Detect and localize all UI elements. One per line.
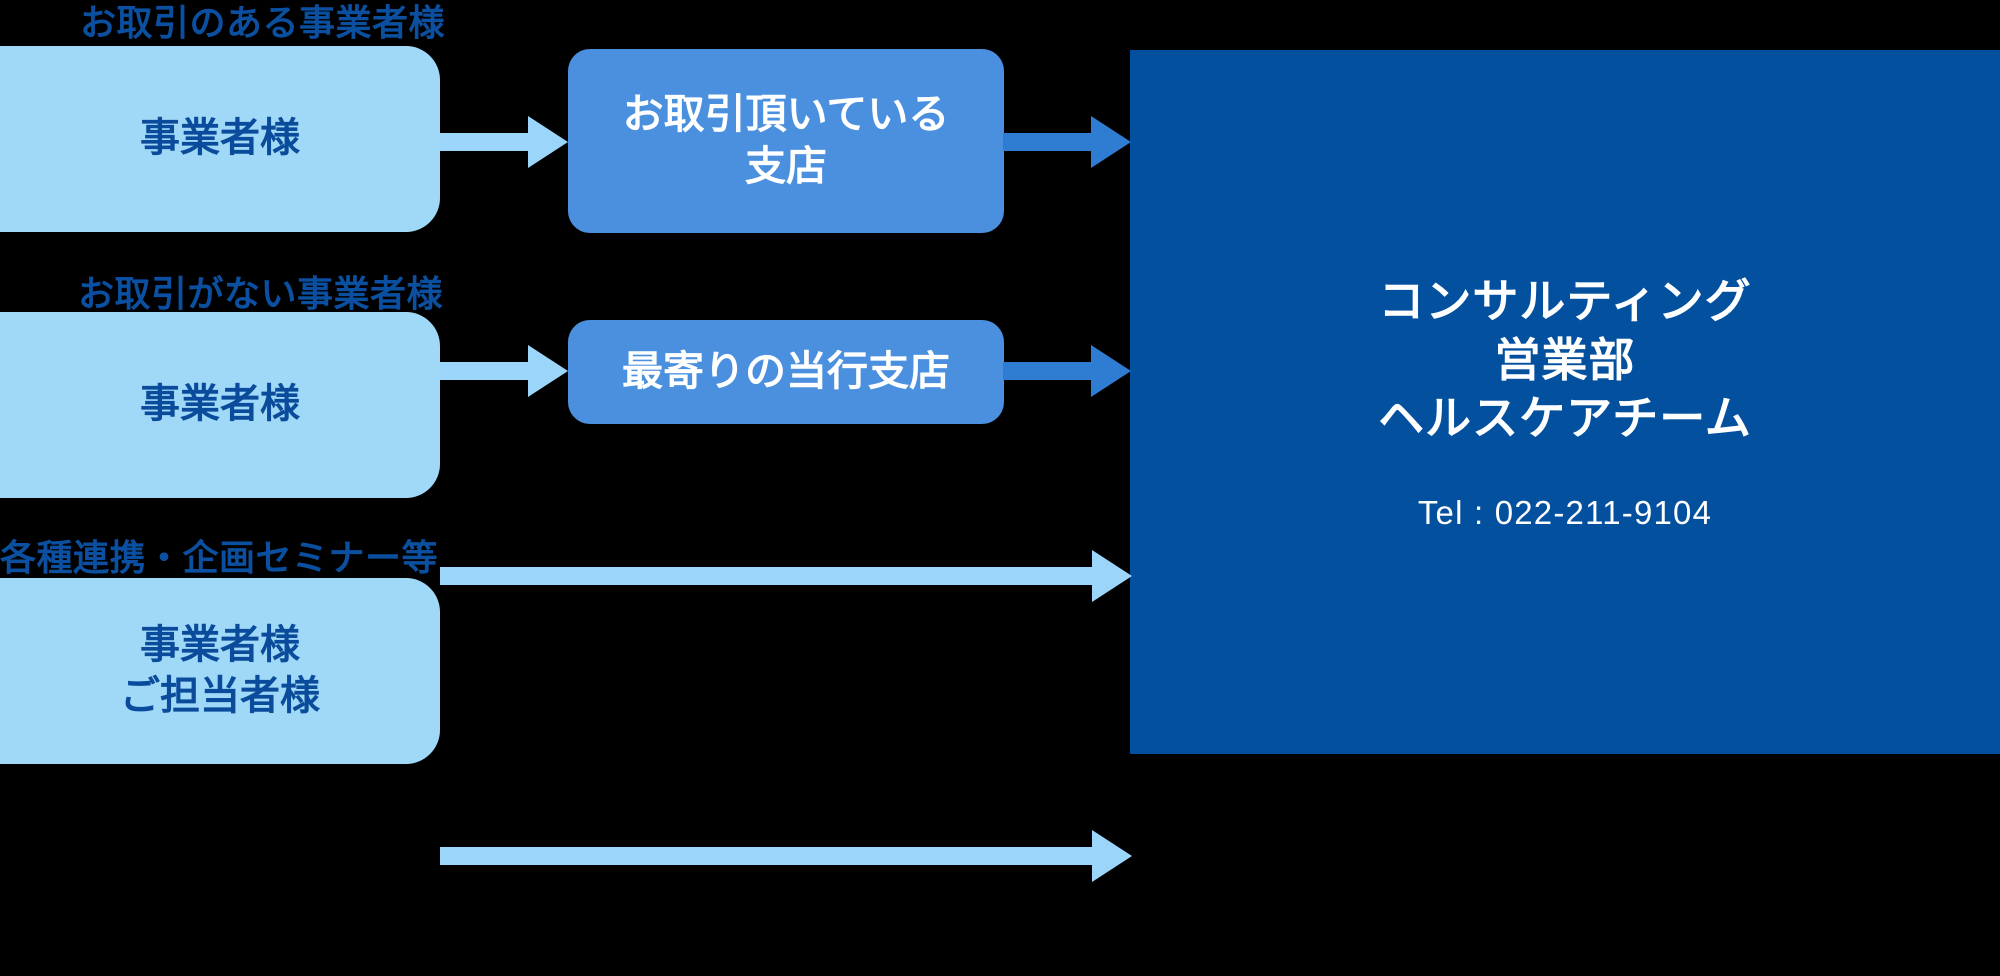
mid-box-2-line1: 最寄りの当行支店 [622,348,950,395]
caption-existing-client-text: お取引のある事業者様 [80,2,446,43]
mid-box-1-line2: 支店 [745,143,827,189]
left-box-1-label: 事業者様 [140,113,300,164]
left-box-2-line1: 事業者様 [140,382,300,427]
caption-existing-client: お取引のある事業者様 [80,0,445,46]
arrow-nearest-to-panel [1003,345,1131,397]
arrow-box1-to-branch [440,116,568,168]
mid-box-branch-existing-label: お取引頂いている 支店 [623,89,950,192]
left-box-1[interactable]: 事業者様 [0,46,440,232]
left-box-1-line1: 事業者様 [140,116,300,161]
mid-box-branch-nearest[interactable]: 最寄りの当行支店 [568,320,1004,424]
left-box-3[interactable]: 事業者様 ご担当者様 [0,578,440,764]
caption-seminar: 各種連携・企画セミナー等 [0,529,438,581]
left-box-2[interactable]: 事業者様 [0,312,440,498]
consulting-panel-tel: Tel : 022-211-9104 [1417,494,1713,532]
panel-title-line3: ヘルスケアチーム [1378,392,1752,445]
arrow-box2-to-nearest [440,345,568,397]
arrow-branch-to-panel-top [1003,116,1131,168]
mid-box-branch-existing[interactable]: お取引頂いている 支店 [568,49,1004,233]
caption-no-transaction: お取引がない事業者様 [78,265,443,317]
left-box-3-line2: ご担当者様 [120,674,320,718]
panel-title-line2: 営業部 [1494,333,1636,386]
consulting-panel[interactable]: コンサルティング 営業部 ヘルスケアチーム Tel : 022-211-9104 [1130,50,2000,754]
consulting-panel-title: コンサルティング 営業部 ヘルスケアチーム [1378,272,1752,449]
caption-seminar-text: 各種連携・企画セミナー等 [0,537,439,578]
left-box-2-label: 事業者様 [140,379,300,430]
mid-box-branch-nearest-label: 最寄りの当行支店 [622,346,950,398]
left-box-3-label: 事業者様 ご担当者様 [120,620,320,722]
arrow-box2-to-panel-direct [440,550,1132,602]
mid-box-1-line1: お取引頂いている [622,91,950,138]
arrow-box3-to-panel-direct [440,830,1132,882]
caption-no-transaction-text: お取引がない事業者様 [78,273,444,314]
panel-title-line1: コンサルティング [1378,274,1752,327]
left-box-3-line1: 事業者様 [140,622,300,667]
